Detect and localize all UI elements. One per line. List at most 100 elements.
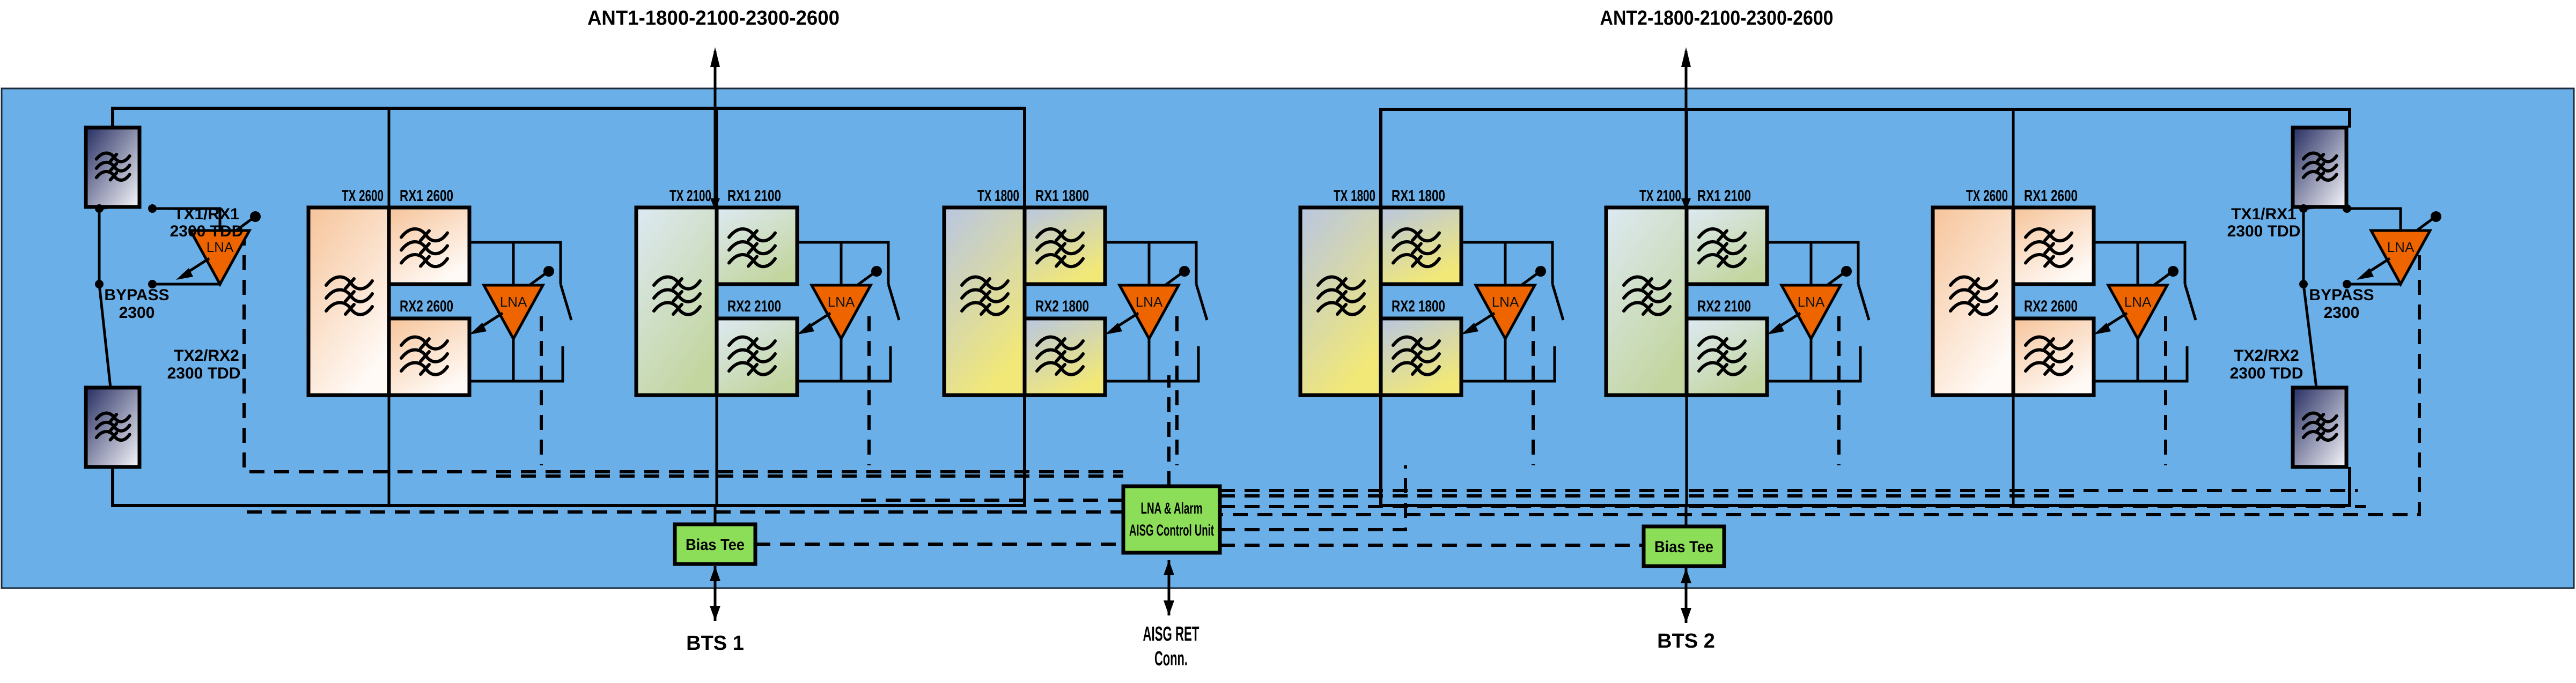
wave-tick	[419, 350, 431, 363]
wave-tick	[2043, 337, 2055, 350]
wave-tick	[1642, 290, 1653, 303]
lna-switch-contact	[1179, 266, 1190, 277]
antenna-2-inner-arrowhead	[1681, 198, 1691, 210]
wave-tick	[1642, 303, 1653, 316]
tdd-tx1-band-label: 2300 TDD	[2227, 222, 2301, 240]
control-unit-line1: LNA & Alarm	[1141, 500, 1203, 517]
wave-tick	[1055, 337, 1066, 350]
lna-triangle	[188, 229, 252, 287]
wave-tick	[2315, 412, 2325, 423]
tx-filter-1800	[1298, 205, 1383, 397]
wave-tick	[108, 422, 119, 433]
bandpass-filter-icon	[325, 275, 374, 316]
tx-label: TX 2100	[1639, 187, 1681, 205]
wave-tick	[108, 152, 119, 163]
wave-tick	[747, 337, 759, 350]
control-wiring	[242, 231, 2421, 547]
wave-tick	[1055, 350, 1066, 363]
bandpass-filter-icon	[1035, 335, 1085, 376]
lna-amplifier: LNA	[1461, 266, 1546, 342]
rx1-path	[1767, 241, 1860, 284]
rx1-label: RX1 2100	[727, 187, 781, 205]
wave-tick	[2043, 350, 2055, 363]
bandpass-filter-icon	[652, 275, 702, 316]
wave-tick	[747, 350, 759, 363]
bypass-switch-blade	[1551, 284, 1565, 321]
wave-tick	[419, 337, 431, 350]
wave-tick	[2043, 255, 2055, 268]
bypass-band-label: 2300	[2324, 304, 2360, 322]
lna-switch-contact	[250, 211, 261, 222]
bts-1-bus	[111, 395, 1026, 507]
lna-label: LNA	[1798, 294, 1825, 310]
wave-tick	[108, 431, 119, 442]
wave-tick	[2315, 162, 2325, 173]
bandpass-filter-icon	[2301, 151, 2338, 182]
bandpass-filter-icon	[2301, 411, 2338, 442]
wave-tick	[344, 290, 356, 303]
lna-alarm-aisg-control-unit: LNA & Alarm AISG Control Unit	[1121, 484, 1222, 555]
lna-switch-lever	[856, 272, 874, 287]
wave-tick	[672, 277, 683, 290]
bias-tee-2-label: Bias Tee	[1654, 538, 1713, 556]
lna-amplifier: LNA	[2357, 211, 2441, 287]
rx1-path	[2094, 241, 2187, 284]
bias-tee-1-label: Bias Tee	[686, 536, 745, 554]
tdd-switch-arm	[98, 284, 112, 388]
rx2-label: RX2 1800	[1035, 298, 1089, 315]
tdd-tx1-band-label: 2300 TDD	[170, 222, 244, 240]
rx1-path	[469, 241, 562, 284]
wave-tick	[1642, 277, 1653, 290]
switch-node	[95, 204, 104, 213]
lna-loop	[152, 207, 222, 231]
tx-filter-2600	[306, 205, 391, 397]
aisg-ret-conn-label: Conn.	[1154, 648, 1188, 670]
tdd-lna-control-line	[242, 231, 1123, 473]
rx1-path	[797, 241, 890, 284]
bypass-switch-blade	[1195, 284, 1209, 321]
antenna-2-arrowhead	[1681, 47, 1691, 67]
wave-tick	[419, 363, 431, 376]
rx2-path	[469, 346, 564, 383]
rx2-path	[1767, 346, 1862, 383]
tdd-tx1-label: TX1/RX1	[2231, 205, 2297, 223]
lna-triangle	[1473, 284, 1537, 342]
tdd-tx2-label: TX2/RX2	[2234, 347, 2299, 365]
tx-label: TX 2600	[1966, 187, 2008, 205]
lna-switch-lever	[528, 272, 547, 287]
bypass-switch-blade	[559, 284, 573, 321]
wave-tick	[1717, 350, 1728, 363]
rx2-path	[797, 346, 892, 383]
wave-tick	[1411, 337, 1423, 350]
bandpass-filter-icon	[960, 275, 1010, 316]
lna-arrowhead	[1767, 323, 1784, 335]
lna-switch-lever	[2416, 217, 2434, 232]
rx1-label: RX1 2600	[400, 187, 453, 205]
wave-tick	[1055, 242, 1066, 255]
wave-tick	[2043, 363, 2055, 376]
switch-node	[2299, 204, 2308, 213]
bandpass-filter-icon	[727, 335, 777, 376]
wave-tick	[980, 290, 991, 303]
rx2-label: RX2 2600	[2024, 298, 2078, 315]
lna-arrowhead	[176, 268, 193, 280]
lna-label: LNA	[207, 239, 234, 255]
lna-amplifier: LNA	[1105, 266, 1190, 342]
wave-tick	[747, 242, 759, 255]
tx-label: TX 1800	[977, 187, 1019, 205]
wave-tick	[1055, 255, 1066, 268]
bandpass-filter-icon	[1697, 227, 1747, 269]
bandpass-filter-icon	[727, 227, 777, 269]
wave-tick	[419, 229, 431, 242]
rx1-label: RX1 1800	[1035, 187, 1089, 205]
bandpass-filter-icon	[2024, 227, 2073, 269]
wave-tick	[2315, 431, 2325, 442]
wave-tick	[747, 229, 759, 242]
bandpass-filter-icon	[400, 335, 449, 376]
bandpass-filter-icon	[1035, 227, 1085, 269]
wave-tick	[1336, 290, 1348, 303]
lna-switch-contact	[2431, 211, 2441, 222]
control-unit-line2: AISG Control Unit	[1129, 522, 1214, 539]
tx-label: TX 1800	[1334, 187, 1375, 205]
